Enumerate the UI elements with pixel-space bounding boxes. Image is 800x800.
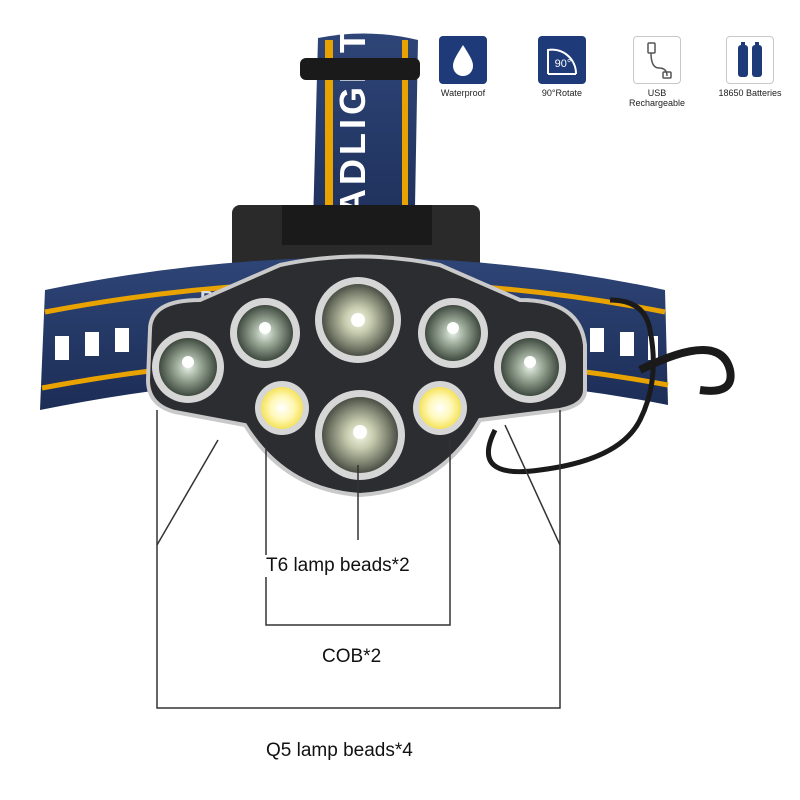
rotate-90-icon: 90° (547, 48, 578, 75)
q5-lamp-bead (494, 331, 566, 403)
cable-coil (638, 346, 735, 395)
t6-lamp-bead (315, 390, 405, 480)
callout-q5: Q5 lamp beads*4 (262, 740, 417, 762)
battery-icon (738, 42, 762, 77)
feature-label: Waterproof (440, 88, 486, 98)
q5-lamp-bead (152, 331, 224, 403)
cob-light (255, 381, 309, 435)
callout-cob: COB*2 (318, 646, 386, 668)
usb-cable-icon (647, 42, 672, 79)
feature-waterproof: Waterproof (418, 36, 508, 98)
svg-text:90°: 90° (555, 58, 572, 70)
feature-usb: USB Rechargeable (612, 36, 702, 108)
q5-lamp-bead (230, 298, 300, 368)
charging-cable (485, 297, 656, 475)
callout-t6: T6 lamp beads*2 (262, 555, 414, 577)
callout-lines (156, 410, 561, 709)
cob-light (413, 381, 467, 435)
q5-lamp-bead (418, 298, 488, 368)
water-drop-icon (453, 45, 473, 76)
feature-rotate: 90° 90°Rotate (517, 36, 607, 98)
feature-label: 90°Rotate (541, 88, 583, 98)
feature-label: USB Rechargeable (628, 88, 686, 108)
feature-batteries: 18650 Batteries (705, 36, 795, 98)
t6-lamp-bead (315, 277, 401, 363)
feature-label: 18650 Batteries (718, 88, 782, 98)
